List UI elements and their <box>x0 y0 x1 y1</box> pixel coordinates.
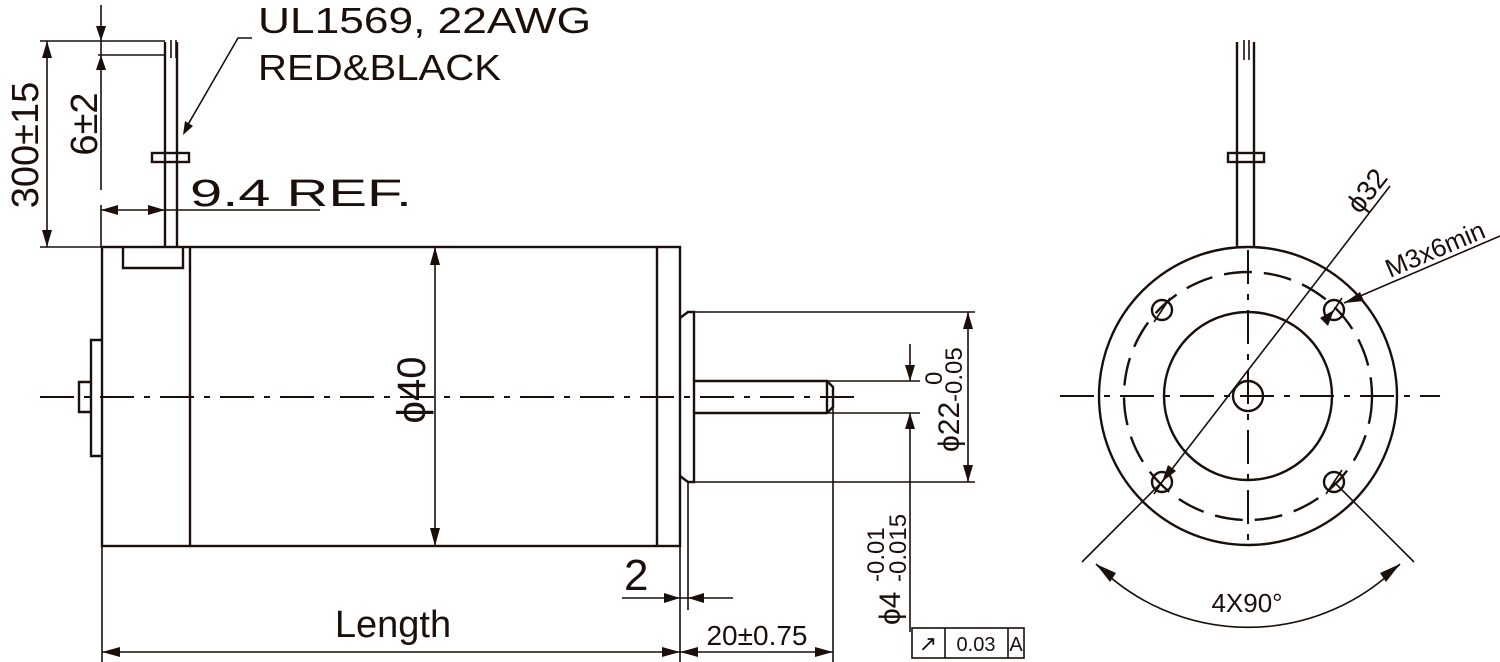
angle-arc <box>1095 563 1401 629</box>
rear-boss <box>89 338 102 458</box>
body-diameter-dim: ϕ40 <box>390 357 434 424</box>
outer-circle <box>1097 245 1399 547</box>
bolt-circle-leader <box>1161 185 1391 483</box>
wire-spec-line2: RED&BLACK <box>258 47 501 88</box>
bolt-circle-dim: ϕ32 <box>1340 163 1393 219</box>
shaft-diameter-dim: ϕ4 <box>874 592 907 626</box>
lead-length-dim: 300±15 <box>5 82 47 209</box>
front-wire-tie <box>1226 151 1266 164</box>
tolerance-frame: ↗ 0.03 A <box>911 627 1025 659</box>
runout-value: 0.03 <box>957 634 996 656</box>
rear-shaft-stub <box>77 380 91 414</box>
wire-tie <box>150 151 191 164</box>
thread-leader <box>1343 235 1500 304</box>
flange-thickness-dim: 2 <box>624 551 648 600</box>
shaft-length-dim: 20±0.75 <box>706 620 807 651</box>
lead-exit-block <box>121 247 185 270</box>
wire-spec-line1: UL1569, 22AWG <box>258 0 591 41</box>
pilot-tol-upper: 0 <box>921 372 948 385</box>
pilot-tol-lower: -0.05 <box>941 347 968 402</box>
lead-offset-dim: 9.4 REF. <box>190 173 412 215</box>
pilot-diameter-dim: ϕ22 <box>933 402 966 452</box>
thread-callout: M3x6min <box>1381 215 1490 284</box>
shaft-tol-lower: -0.015 <box>885 514 912 582</box>
shaft-tol-upper: -0.01 <box>863 527 890 582</box>
runout-symbol: ↗ <box>919 631 937 656</box>
body-length-dim: Length <box>335 604 451 646</box>
strip-length-dim: 6±2 <box>64 92 106 155</box>
wire-callout-leader <box>185 37 252 129</box>
side-view: UL1569, 22AWG RED&BLACK 300±15 6±2 9.4 R… <box>5 0 1025 662</box>
front-view: ϕ32 M3x6min 4X90° <box>1060 40 1500 629</box>
mounting-hole <box>1150 297 1174 323</box>
front-flange <box>679 310 696 484</box>
datum-letter: A <box>1009 634 1023 656</box>
hole-pattern-dim: 4X90° <box>1211 588 1282 618</box>
